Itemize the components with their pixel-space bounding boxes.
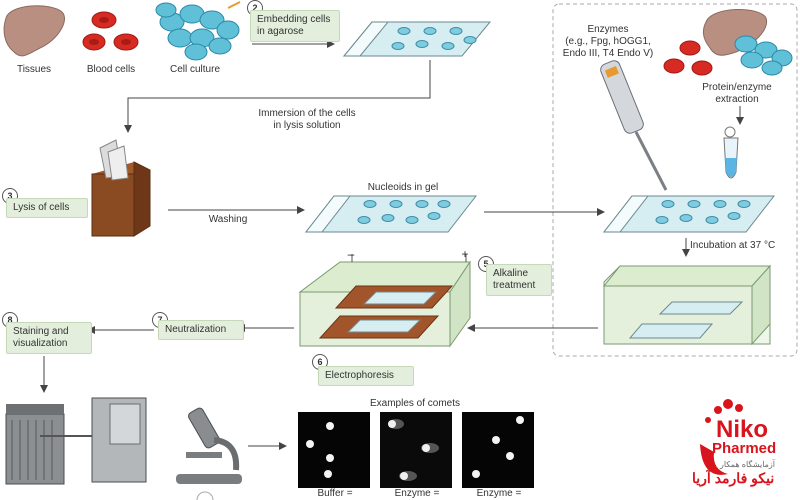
microscope-icon — [176, 407, 242, 484]
immersion-label: Immersion of the cells in lysis solution — [258, 108, 356, 131]
nucleoids-label: Nucleoids in gel — [367, 182, 439, 193]
comet-image-enzyme-1 — [380, 412, 452, 488]
step-3-lysis: Lysis of cells — [6, 198, 88, 218]
extraction-label: Protein/enzyme extraction — [702, 82, 772, 105]
lysis-container — [91, 139, 151, 237]
step-2-embedding: Embedding cells in agarose — [250, 10, 340, 42]
incubation-label: Incubation at 37 °C — [690, 240, 776, 251]
agarose-slide-top — [342, 21, 492, 57]
blood-cells-label: Blood cells — [86, 64, 136, 75]
comet-image-buffer — [298, 412, 370, 488]
plus-sign: + — [461, 247, 469, 261]
nucleoids-slide — [304, 195, 478, 233]
electrophoresis-tank — [298, 254, 471, 348]
logo-persian-main: نیکو فارمد آریا — [692, 470, 775, 486]
logo-persian-small: آزمایشگاه همکار — [720, 460, 776, 469]
enzyme-label-2: Enzyme = — [476, 488, 522, 499]
buffer-label: Buffer = — [317, 488, 353, 499]
tissues-icon — [3, 5, 65, 57]
comet-image-enzyme-2 — [462, 412, 534, 488]
cell-culture-icon — [155, 2, 240, 61]
incubation-slide — [602, 195, 776, 233]
logo-niko: Niko — [716, 416, 769, 443]
step-8-staining: Staining and visualization — [6, 322, 92, 354]
tissues-label: Tissues — [16, 64, 52, 75]
incubation-tank — [602, 264, 772, 346]
examples-label: Examples of comets — [369, 398, 461, 409]
pipette-icon — [600, 60, 668, 191]
staining-equipment — [5, 397, 147, 485]
step-7-neutralization: Neutralization — [158, 320, 244, 340]
blood-cells-icon — [82, 11, 139, 51]
step-5-alkaline: Alkaline treatment — [486, 264, 552, 296]
cell-culture-label: Cell culture — [169, 64, 221, 75]
enzymes-label: Enzymes (e.g., Fpg, hOGG1, Endo III, T4 … — [562, 24, 654, 59]
washing-label: Washing — [208, 214, 248, 225]
logo-pharmed: Pharmed — [712, 440, 777, 457]
minus-sign: – — [347, 247, 355, 261]
enzyme-step-box — [552, 3, 798, 357]
enzyme-label-1: Enzyme = — [394, 488, 440, 499]
protein-extract-tube — [723, 126, 739, 179]
niko-pharmed-logo-mark — [700, 399, 743, 475]
step-6-electrophoresis: Electrophoresis — [318, 366, 414, 386]
enzyme-source-icons — [663, 8, 793, 76]
